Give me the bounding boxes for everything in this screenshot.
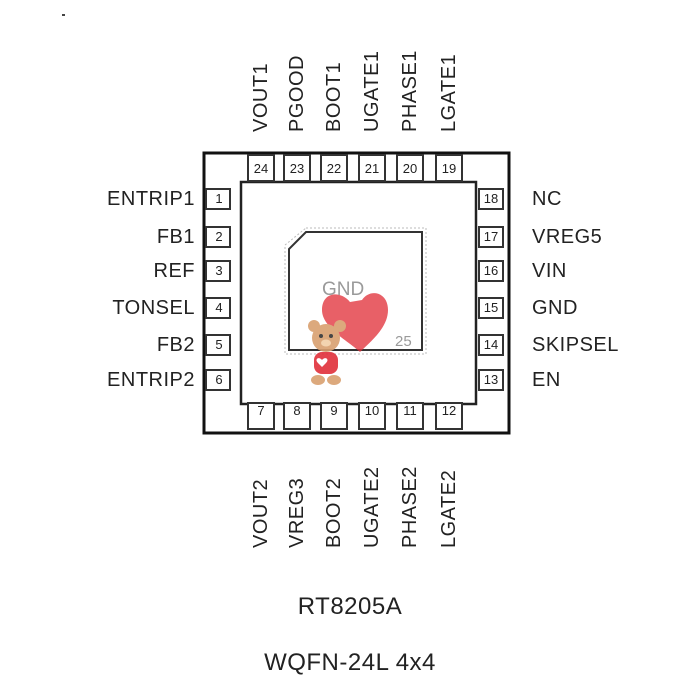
- pin-number-2: 2: [215, 229, 223, 244]
- pin-number-24: 24: [253, 161, 269, 176]
- pin-pad-left-4: [205, 297, 231, 319]
- pin-name-lgate2: LGATE2: [438, 469, 460, 548]
- pin-name-vout2: VOUT2: [250, 478, 272, 548]
- pin-name-fb1: FB1: [156, 226, 195, 248]
- pin-pad-top-20: [396, 154, 424, 182]
- pin-pad-left-3: [205, 260, 231, 282]
- part-number: RT8205A: [297, 593, 403, 620]
- pin-number-16: 16: [483, 263, 499, 278]
- exposed-pad-label: GND: [322, 279, 365, 300]
- pin-number-6: 6: [215, 372, 223, 387]
- pin-number-18: 18: [483, 191, 499, 206]
- stray-mark: [62, 14, 65, 16]
- pin-number-19: 19: [441, 161, 457, 176]
- pin-pad-bottom-8: [283, 402, 311, 430]
- pin-pad-bottom-9: [320, 402, 348, 430]
- pin-name-phase1: PHASE1: [399, 50, 421, 132]
- package-name: WQFN-24L 4x4: [264, 649, 436, 676]
- pin-name-fb2: FB2: [156, 334, 195, 356]
- exposed-pad: [288, 231, 423, 351]
- pin-number-9: 9: [330, 403, 338, 418]
- pin-name-vin: VIN: [532, 260, 567, 282]
- pin-pad-right-14: [478, 334, 504, 356]
- pin-pad-bottom-7: [247, 402, 275, 430]
- pin-pad-right-15: [478, 297, 504, 319]
- pin-number-12: 12: [441, 403, 457, 418]
- pin-pad-right-18: [478, 188, 504, 210]
- pin-name-entrip1: ENTRIP1: [107, 188, 195, 210]
- pin-pad-top-22: [320, 154, 348, 182]
- pin-name-boot2: BOOT2: [323, 477, 345, 548]
- pin-name-entrip2: ENTRIP2: [107, 369, 195, 391]
- pin-name-vreg5: VREG5: [532, 226, 603, 248]
- pin-pad-top-23: [283, 154, 311, 182]
- pin-pad-right-17: [478, 226, 504, 248]
- pin-name-ugate2: UGATE2: [361, 466, 383, 548]
- pin-number-22: 22: [326, 161, 342, 176]
- pin-name-gnd: GND: [532, 297, 578, 319]
- pin-name-vreg3: VREG3: [286, 477, 308, 548]
- pin-name-lgate1: LGATE1: [438, 53, 460, 132]
- pin-number-11: 11: [403, 403, 417, 418]
- package-body: [202, 151, 511, 435]
- pin-pad-bottom-12: [435, 402, 463, 430]
- pin-name-phase2: PHASE2: [399, 466, 421, 548]
- pin-pad-left-6: [205, 369, 231, 391]
- pin-pad-bottom-10: [358, 402, 386, 430]
- pin-name-nc: NC: [532, 188, 562, 210]
- exposed-pad-halo: [284, 227, 427, 355]
- pin-number-14: 14: [483, 337, 499, 352]
- pin-name-pgood: PGOOD: [286, 55, 308, 132]
- pin-pad-left-5: [205, 334, 231, 356]
- pin-pad-right-16: [478, 260, 504, 282]
- pin-name-tonsel: TONSEL: [112, 297, 195, 319]
- pin-name-skipsel: SKIPSEL: [532, 334, 619, 356]
- pin-name-en: EN: [532, 369, 561, 391]
- pin-name-ugate1: UGATE1: [361, 50, 383, 132]
- pin-number-10: 10: [364, 403, 380, 418]
- pin-number-20: 20: [402, 161, 418, 176]
- pin-number-8: 8: [293, 403, 301, 418]
- pin-number-5: 5: [215, 337, 223, 352]
- pin-pad-top-21: [358, 154, 386, 182]
- pin-name-vout1: VOUT1: [250, 62, 272, 132]
- pin-number-7: 7: [257, 403, 265, 418]
- exposed-pad-number: 25: [395, 333, 412, 350]
- pin-number-13: 13: [483, 372, 499, 387]
- pin-pad-top-19: [435, 154, 463, 182]
- pin-pad-left-1: [205, 188, 231, 210]
- pin-pad-left-2: [205, 226, 231, 248]
- pin-number-17: 17: [483, 229, 499, 244]
- pin-number-15: 15: [483, 300, 499, 315]
- pin-pad-bottom-11: [396, 402, 424, 430]
- pin-number-21: 21: [364, 161, 380, 176]
- pin-number-3: 3: [215, 263, 223, 278]
- pin-number-4: 4: [215, 300, 223, 315]
- pin-number-1: 1: [215, 191, 223, 206]
- teddy-bear-heart-icon: [308, 293, 388, 385]
- pin-pad-top-24: [247, 154, 275, 182]
- pin-name-ref: REF: [153, 260, 195, 282]
- pin-number-23: 23: [289, 161, 305, 176]
- pin-name-boot1: BOOT1: [323, 61, 345, 132]
- pin-pad-right-13: [478, 369, 504, 391]
